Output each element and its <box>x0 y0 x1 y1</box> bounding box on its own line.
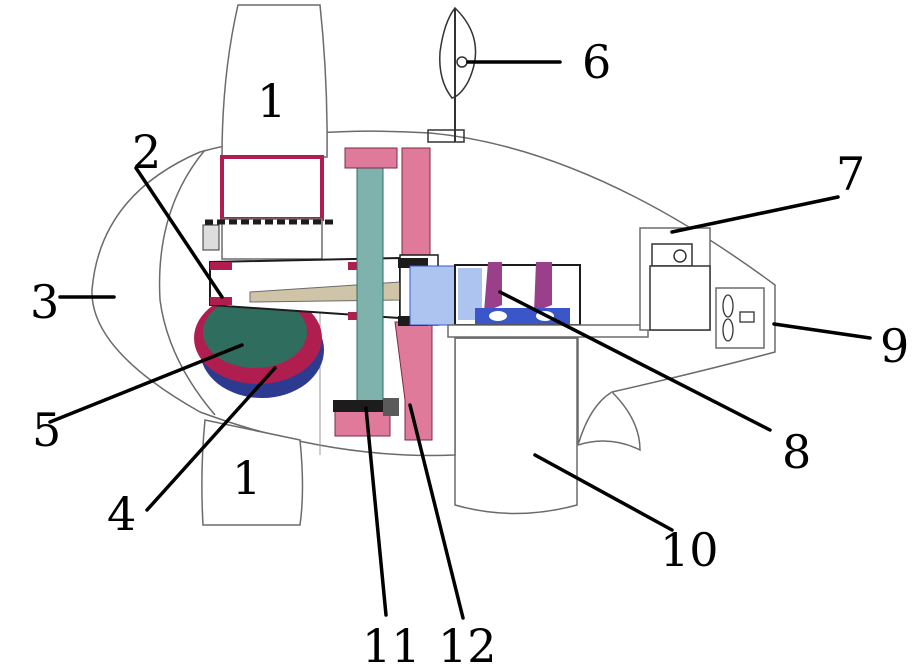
label-5: 5 <box>32 403 61 457</box>
label-7: 7 <box>836 147 865 201</box>
label-1-top: 1 <box>257 74 286 128</box>
label-3: 3 <box>30 275 59 329</box>
leader-lines <box>48 60 872 620</box>
label-8: 8 <box>782 425 811 479</box>
base-frame <box>447 324 649 338</box>
label-9: 9 <box>880 319 909 373</box>
part-labels: 1 1 2 3 4 5 6 7 8 9 10 11 12 <box>30 35 909 669</box>
control-cabinet <box>639 227 711 331</box>
label-2: 2 <box>132 125 161 179</box>
tower <box>454 337 578 515</box>
label-10: 10 <box>660 523 719 577</box>
label-12: 12 <box>438 619 497 669</box>
cooling-fan <box>715 287 765 349</box>
label-11: 11 <box>362 619 421 669</box>
label-6: 6 <box>582 35 611 89</box>
label-1-bottom: 1 <box>232 451 261 505</box>
label-4: 4 <box>107 487 136 541</box>
rotor-blade-bottom <box>201 419 304 526</box>
rotor-blade-top <box>202 4 335 260</box>
anemometer <box>427 6 477 143</box>
generator <box>409 262 581 326</box>
